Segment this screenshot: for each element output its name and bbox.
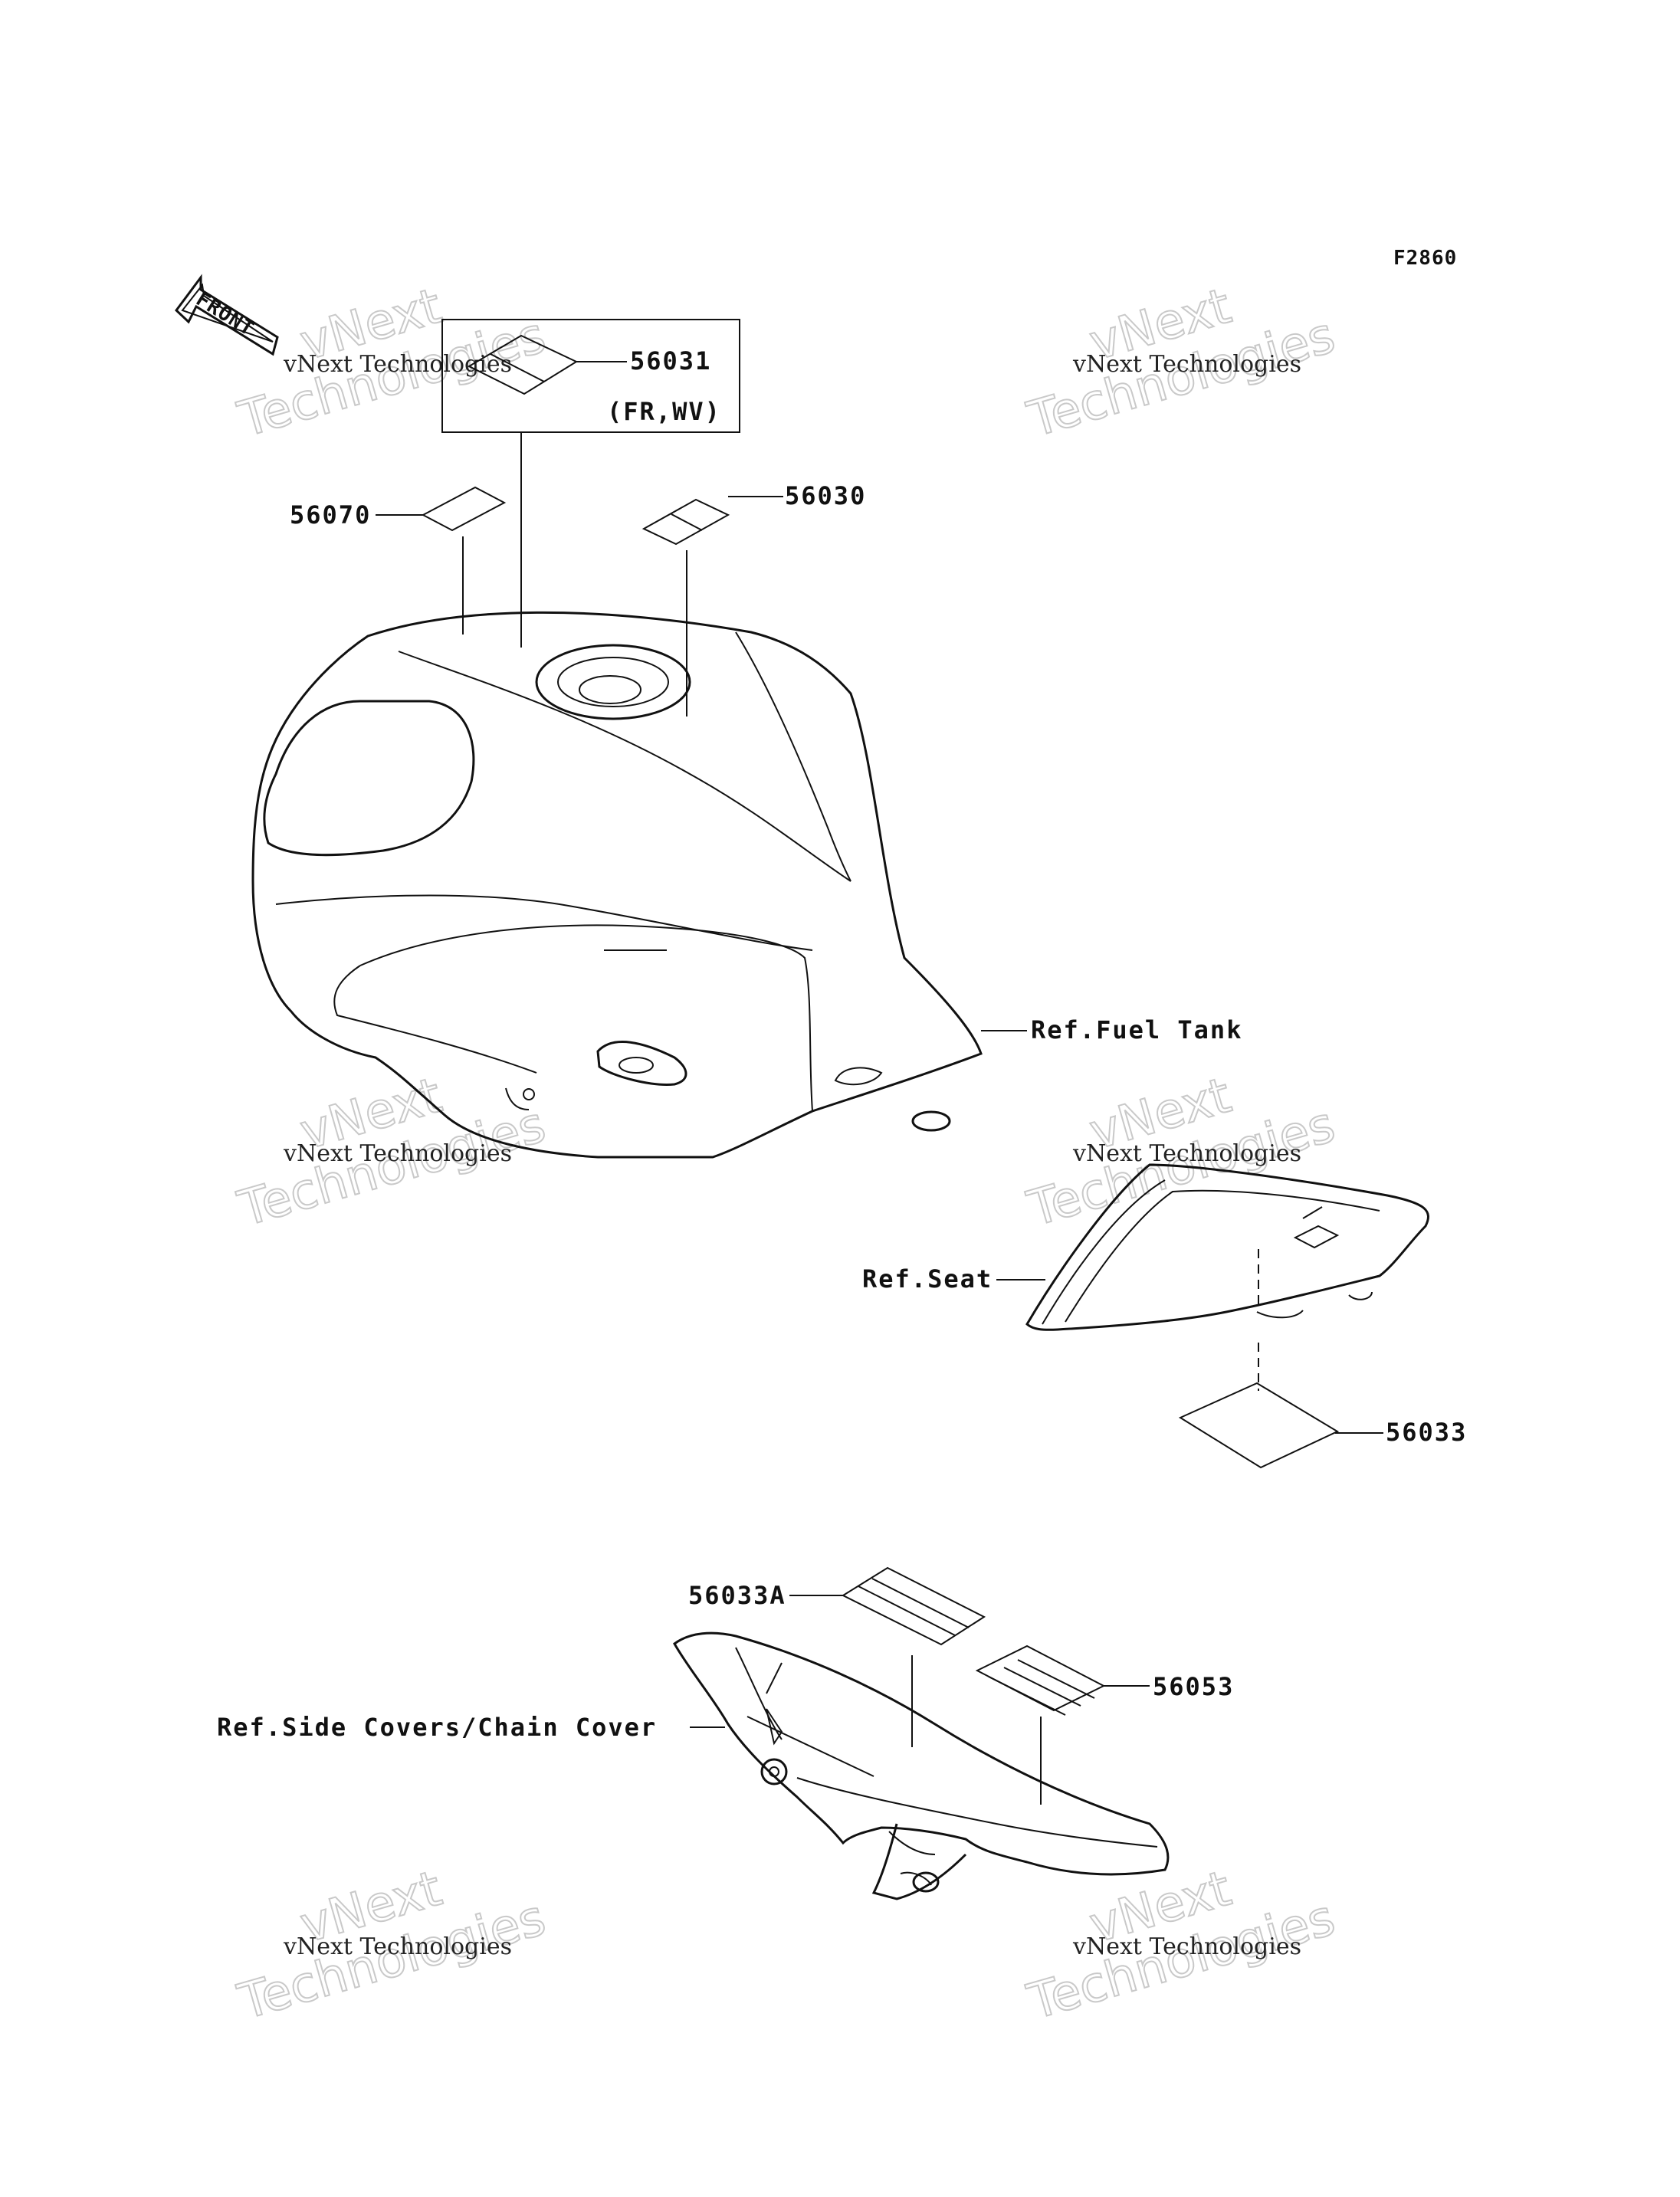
watermark-top-right: Technologies vNext vNext Technologies bbox=[1021, 277, 1342, 450]
svg-text:vNext Technologies: vNext Technologies bbox=[1072, 351, 1301, 378]
ref-seat: Ref.Seat bbox=[862, 1264, 993, 1294]
decal-56030-shape bbox=[641, 498, 730, 546]
figure-code: F2860 bbox=[1393, 247, 1457, 270]
decal-56070-group: 56070 bbox=[290, 486, 507, 635]
svg-text:vNext Technologies: vNext Technologies bbox=[283, 351, 512, 378]
label-56030: 56030 bbox=[785, 481, 866, 510]
front-arrow-icon: FRONT bbox=[174, 274, 279, 356]
svg-text:vNext Technologies: vNext Technologies bbox=[283, 1933, 512, 1960]
watermark-middle-left: Technologies vNext vNext Technologies bbox=[231, 1067, 553, 1239]
label-56031: 56031 bbox=[630, 346, 711, 375]
label-56053: 56053 bbox=[1153, 1672, 1234, 1701]
decal-56031-group: 56031 (FR,WV) bbox=[441, 319, 740, 648]
fuel-tank-drawing bbox=[251, 611, 1027, 1159]
watermark-bottom-right: Technologies vNext vNext Technologies bbox=[1021, 1860, 1342, 2032]
side-cover-drawing bbox=[673, 1631, 1170, 1900]
watermark-top-left: Technologies vNext vNext Technologies bbox=[231, 277, 553, 450]
decal-56070-shape bbox=[421, 486, 507, 532]
svg-text:vNext Technologies: vNext Technologies bbox=[1072, 1140, 1301, 1167]
svg-text:vNext Technologies: vNext Technologies bbox=[1072, 1933, 1301, 1960]
watermark-middle-right: Technologies vNext vNext Technologies bbox=[1021, 1067, 1342, 1239]
decal-56053-shape bbox=[975, 1644, 1106, 1712]
decal-56033-shape bbox=[1178, 1382, 1340, 1469]
seat-drawing bbox=[996, 1163, 1429, 1331]
label-56070: 56070 bbox=[290, 500, 371, 530]
variant-note: (FR,WV) bbox=[607, 397, 721, 426]
svg-text:vNext Technologies: vNext Technologies bbox=[283, 1140, 512, 1167]
decal-56053-group: 56053 bbox=[975, 1644, 1234, 1805]
front-label: FRONT bbox=[192, 287, 258, 341]
ref-fuel-tank: Ref.Fuel Tank bbox=[1031, 1015, 1242, 1044]
decal-56033-group: 56033 bbox=[1178, 1343, 1467, 1469]
label-56033a: 56033A bbox=[688, 1581, 786, 1610]
decal-56033a-group: 56033A bbox=[688, 1566, 986, 1747]
decal-56033a-shape bbox=[841, 1566, 986, 1646]
ref-side-covers: Ref.Side Covers/Chain Cover bbox=[217, 1713, 657, 1742]
watermark-bottom-left: Technologies vNext vNext Technologies bbox=[231, 1860, 553, 2032]
label-56033: 56033 bbox=[1386, 1418, 1467, 1447]
decal-56030-group: 56030 bbox=[641, 481, 866, 716]
